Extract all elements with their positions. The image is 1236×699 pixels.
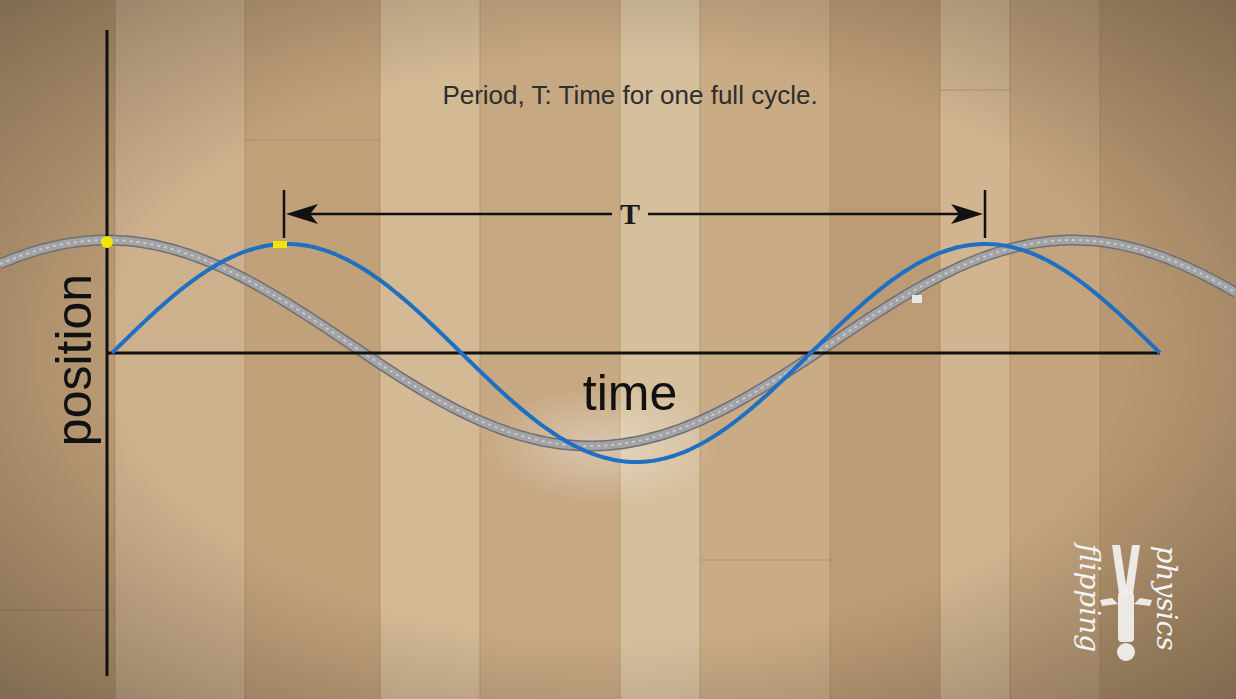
marker-dot bbox=[101, 236, 113, 248]
bracket-tick bbox=[984, 190, 987, 238]
watermark-figure bbox=[1100, 545, 1152, 661]
rope-tape bbox=[912, 295, 922, 303]
rope bbox=[0, 240, 1236, 446]
arrowhead bbox=[951, 204, 983, 224]
bracket-tick bbox=[283, 190, 286, 238]
arrowhead bbox=[286, 204, 318, 224]
period-symbol: T bbox=[620, 199, 640, 229]
time-axis bbox=[107, 352, 1160, 355]
bracket-line bbox=[300, 213, 612, 216]
period-bracket bbox=[284, 190, 985, 238]
watermark: physics bbox=[1152, 545, 1180, 650]
rope-texture bbox=[0, 240, 1236, 446]
rope-body bbox=[0, 240, 1236, 446]
axis-label: time bbox=[583, 368, 677, 418]
watermark: flipping bbox=[1075, 544, 1103, 652]
marker-dash bbox=[273, 241, 287, 248]
bracket-line bbox=[648, 213, 969, 216]
rope-shadow bbox=[0, 240, 1236, 446]
sine-curve bbox=[112, 244, 1160, 462]
title: Period, T: Time for one full cycle. bbox=[442, 82, 817, 108]
axis-label: position bbox=[49, 274, 99, 446]
